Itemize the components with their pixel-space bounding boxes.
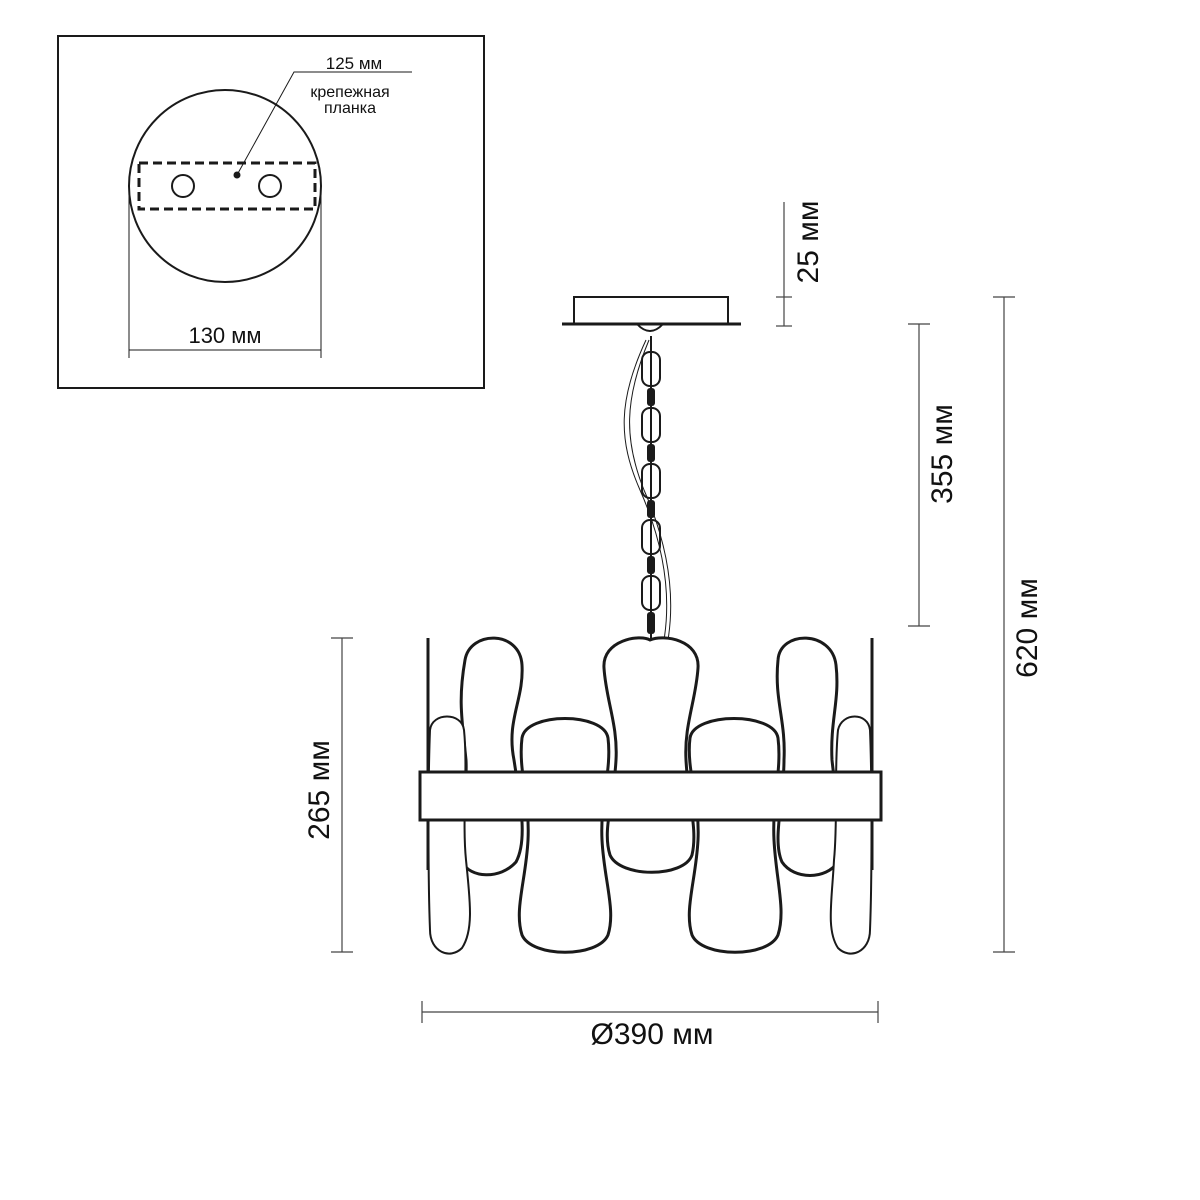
screw-hole-right bbox=[258, 174, 282, 198]
glass-petal-center bbox=[602, 636, 700, 874]
metal-ring-band bbox=[418, 770, 883, 822]
dimension-canopy-height: 25 мм bbox=[776, 201, 825, 327]
chain-link-small bbox=[647, 500, 655, 518]
power-cable-outer bbox=[629, 339, 672, 641]
bracket-leader-line bbox=[236, 71, 412, 176]
dimension-chain-length: 355 мм bbox=[908, 323, 959, 627]
canopy-hook bbox=[636, 323, 664, 332]
plate-width-label: 125 мм bbox=[326, 54, 382, 73]
glass-petal-side-right bbox=[829, 715, 873, 955]
glass-petal-front bbox=[517, 717, 613, 954]
suspension bbox=[623, 336, 672, 641]
dimension-total-height: 620 мм bbox=[993, 296, 1044, 953]
canopy bbox=[562, 296, 741, 332]
mounting-plate-inset: 125 мм крепежная планка 130 мм bbox=[57, 35, 485, 389]
chain-link-small bbox=[647, 612, 655, 634]
power-cable bbox=[623, 339, 668, 641]
chain-length-label: 355 мм bbox=[926, 404, 959, 504]
canopy-body bbox=[573, 296, 729, 325]
mounting-bracket bbox=[137, 161, 317, 211]
chain-links bbox=[641, 351, 661, 634]
bracket-label-line2: планка bbox=[324, 100, 376, 117]
inset-diameter-label: 130 мм bbox=[188, 323, 261, 348]
glass-petal-front bbox=[687, 717, 783, 954]
canopy-height-label: 25 мм bbox=[792, 201, 825, 284]
total-height-label: 620 мм bbox=[1011, 578, 1044, 678]
bracket-label-line1: крепежная bbox=[310, 84, 389, 101]
chain-link bbox=[641, 351, 661, 387]
body-height-label: 265 мм bbox=[303, 740, 336, 840]
dimension-body-height: 265 мм bbox=[303, 637, 353, 953]
glass-petal-side-left bbox=[427, 715, 471, 955]
lamp-body bbox=[418, 636, 883, 955]
dimension-body-diameter: Ø390 мм bbox=[421, 1001, 879, 1051]
inset-frame bbox=[57, 35, 485, 389]
chain-link-small bbox=[647, 388, 655, 406]
glass-petal-back bbox=[775, 636, 843, 877]
body-diameter-label: Ø390 мм bbox=[591, 1018, 714, 1051]
glass-petal-back bbox=[457, 636, 524, 877]
chain-link-small bbox=[647, 444, 655, 462]
screw-hole-left bbox=[171, 174, 195, 198]
chain-link bbox=[641, 407, 661, 443]
chain-link-small bbox=[647, 556, 655, 574]
chain-link bbox=[641, 463, 661, 499]
canopy-top-view bbox=[128, 89, 322, 283]
chain-link bbox=[641, 575, 661, 611]
chain-link bbox=[641, 519, 661, 555]
